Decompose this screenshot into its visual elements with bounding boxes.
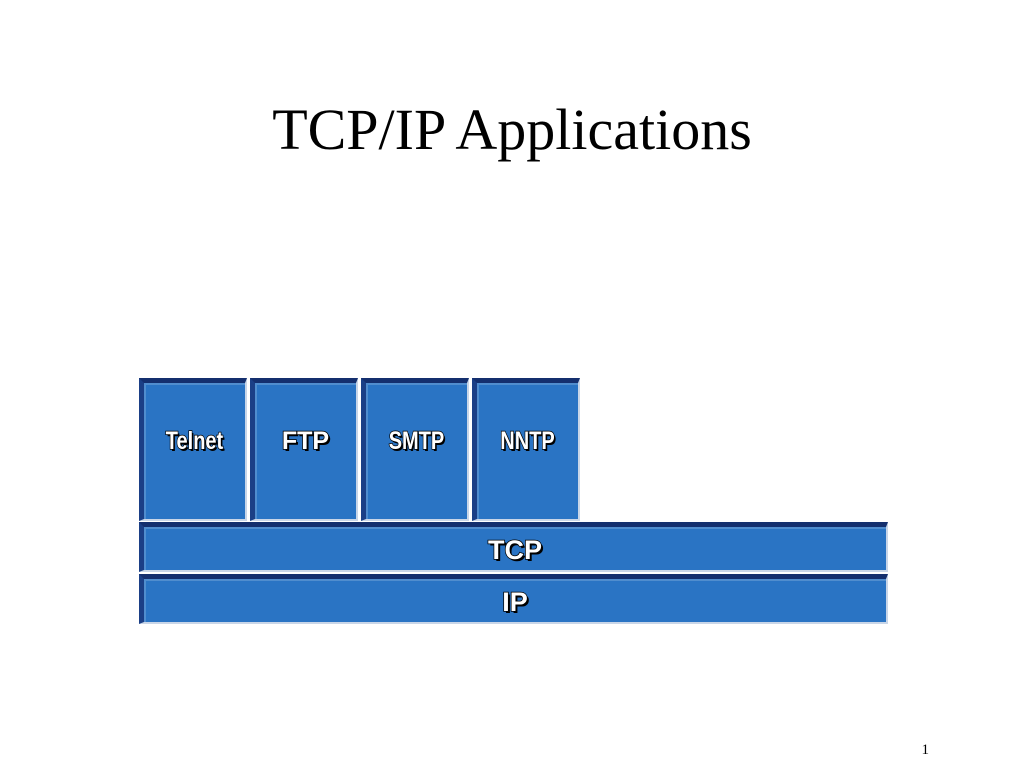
telnet-label: Telnet <box>165 426 224 456</box>
ip-layer-block: IP <box>139 574 888 624</box>
slide-number: 1 <box>921 742 930 758</box>
slide-title: TCP/IP Applications <box>272 97 752 162</box>
telnet-block: Telnet <box>139 378 247 521</box>
smtp-label: SMTP <box>388 426 445 456</box>
tcp-label: TCP <box>487 534 543 566</box>
tcp-layer-block: TCP <box>139 522 888 572</box>
ip-label: IP <box>501 586 528 618</box>
smtp-block: SMTP <box>361 378 469 521</box>
nntp-label: NNTP <box>500 426 556 456</box>
ftp-block: FTP <box>250 378 358 521</box>
nntp-block: NNTP <box>472 378 580 521</box>
ftp-label: FTP <box>281 426 330 456</box>
